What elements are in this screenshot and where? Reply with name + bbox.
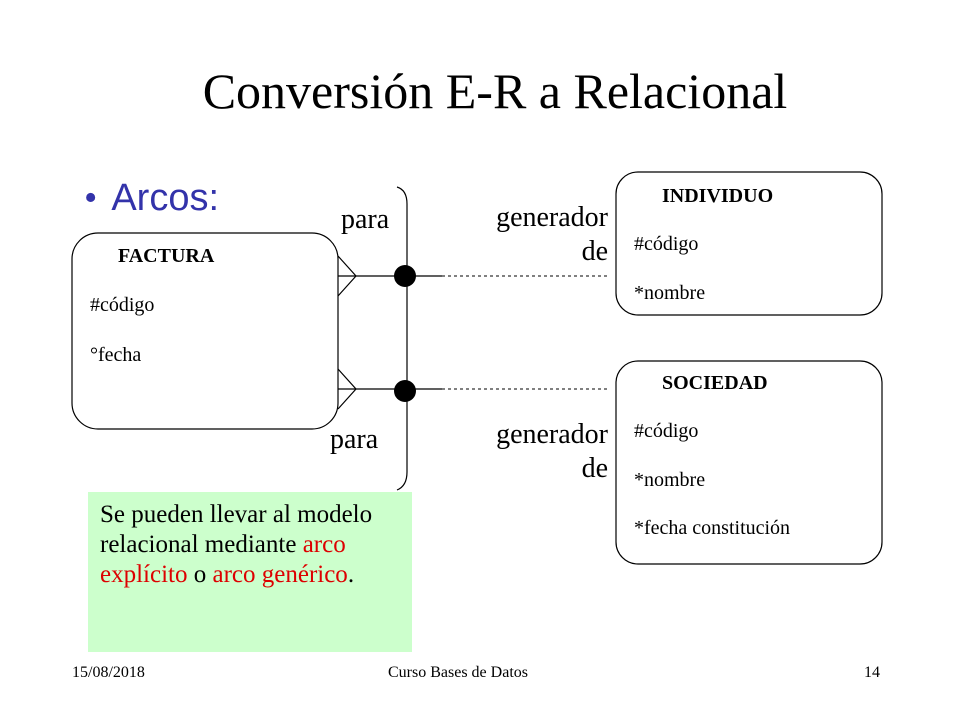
individuo-attr-codigo: #código xyxy=(634,233,699,255)
bullet-text: Arcos: xyxy=(111,177,220,219)
arc-dot-bottom xyxy=(394,380,416,402)
note-box: Se pueden llevar al modelo relacional me… xyxy=(88,492,412,652)
relation-bottom-right-label-line2: de xyxy=(581,453,608,484)
sociedad-attr-nombre: *nombre xyxy=(634,469,706,491)
factura-title: FACTURA xyxy=(118,245,215,267)
relation-top-right-label-line1: generador xyxy=(496,202,608,233)
sociedad-attr-codigo: #código xyxy=(634,420,699,442)
individuo-attr-nombre: *nombre xyxy=(634,282,706,304)
factura-attr-codigo: #código xyxy=(90,294,155,316)
relation-top-right-label-line2: de xyxy=(581,236,608,267)
footer-page-number: 14 xyxy=(864,664,880,681)
sociedad-box xyxy=(615,360,883,565)
arc-dot-top xyxy=(394,265,416,287)
footer-date: 15/08/2018 xyxy=(72,664,145,681)
slide-title: Conversión E-R a Relacional xyxy=(202,63,788,119)
note-highlight-explicit-arc: arco explícito xyxy=(100,531,346,588)
note-text-part1: Se pueden llevar al modelo relacional me… xyxy=(100,501,373,558)
bullet-item: • Arcos: xyxy=(84,176,219,220)
relation-top-right-label: generador de xyxy=(456,201,608,269)
sociedad-title: SOCIEDAD xyxy=(662,372,768,394)
note-text-part2: o xyxy=(187,561,213,588)
relation-top-left-label: para xyxy=(341,204,390,235)
factura-attr-fecha: °fecha xyxy=(90,344,142,366)
bullet-icon: • xyxy=(84,177,98,219)
exclusive-arc xyxy=(396,186,408,491)
relation-bottom-left-label: para xyxy=(330,424,379,455)
note-text-part3: . xyxy=(347,561,355,588)
individuo-box xyxy=(615,171,883,316)
factura-box xyxy=(71,232,339,430)
relation-bottom-right-label: generador de xyxy=(456,418,608,486)
footer-course: Curso Bases de Datos xyxy=(388,664,528,681)
sociedad-attr-fecha-constitucion: *fecha constitución xyxy=(634,517,791,539)
relation-bottom-right-label-line1: generador xyxy=(496,419,608,450)
note-highlight-generic-arc: arco genérico xyxy=(212,561,348,588)
individuo-title: INDIVIDUO xyxy=(662,185,774,207)
